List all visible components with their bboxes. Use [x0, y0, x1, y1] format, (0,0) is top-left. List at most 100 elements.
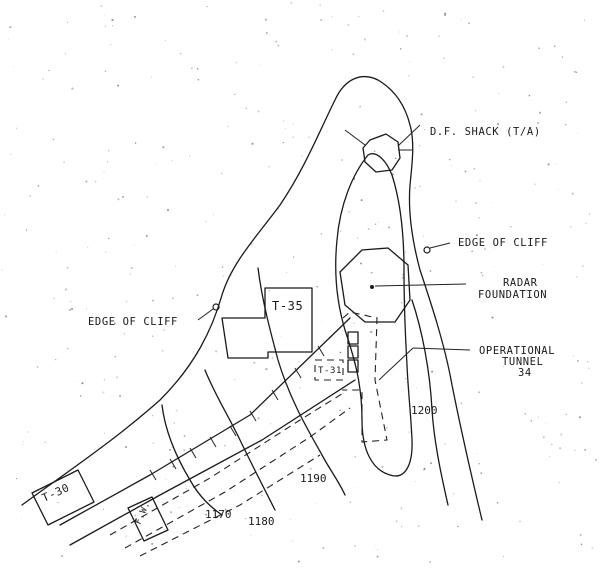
df-shack-structure: [362, 133, 401, 173]
speckle: [227, 125, 230, 128]
speckle: [547, 155, 549, 156]
speckle: [431, 370, 434, 373]
speckle: [23, 441, 25, 442]
speckle: [314, 502, 316, 504]
speckle: [429, 270, 432, 272]
speckle: [394, 157, 397, 160]
speckle: [265, 368, 268, 371]
speckle: [496, 502, 499, 504]
speckle: [113, 322, 116, 325]
speckle: [565, 101, 567, 103]
speckle: [584, 449, 586, 451]
speckle: [224, 445, 226, 447]
speckle: [175, 409, 178, 412]
speckle: [542, 263, 544, 265]
speckle: [457, 168, 459, 170]
speckle: [475, 202, 477, 204]
speckle: [55, 251, 57, 253]
contour-1190-label: 1190: [300, 472, 327, 485]
speckle: [292, 540, 294, 542]
speckle: [574, 449, 576, 451]
speckle: [66, 347, 69, 350]
speckle: [205, 513, 208, 516]
speckle: [448, 158, 451, 161]
speckle: [498, 93, 500, 95]
speckle: [352, 53, 355, 55]
speckle: [484, 248, 486, 250]
speckle: [213, 214, 215, 216]
speckle: [359, 105, 361, 108]
speckle: [85, 308, 88, 310]
speckle: [464, 240, 466, 242]
speckle: [545, 422, 546, 424]
speckle: [443, 57, 445, 59]
building-t35: [221, 287, 313, 359]
speckle: [506, 129, 508, 131]
speckle: [70, 307, 74, 310]
speckle: [471, 250, 473, 253]
speckle: [125, 535, 127, 537]
speckle: [134, 142, 137, 144]
speckle: [493, 266, 495, 267]
contour-1170-label: 1170: [205, 508, 232, 521]
speckle: [519, 520, 521, 523]
speckle: [3, 214, 6, 216]
edge-of-cliff-right-label: EDGE OF CLIFF: [458, 237, 548, 249]
speckle: [66, 266, 69, 269]
speckle: [404, 251, 407, 253]
speckle: [61, 555, 64, 558]
speckle: [430, 462, 432, 465]
speckle: [417, 525, 420, 528]
speckle: [577, 132, 579, 134]
speckle: [268, 165, 271, 168]
speckle: [292, 123, 294, 125]
speckle: [224, 508, 227, 511]
speckle: [479, 180, 481, 182]
speckle: [53, 297, 55, 300]
road-edge-lower: [69, 379, 356, 546]
speckle: [581, 382, 583, 384]
speckle: [458, 128, 459, 130]
speckle: [576, 276, 578, 278]
speckle: [309, 467, 312, 470]
speckle: [146, 196, 149, 198]
speckle: [268, 289, 271, 292]
speckle: [250, 534, 252, 537]
speckle: [572, 355, 574, 357]
speckle: [534, 183, 536, 185]
speckle: [100, 5, 103, 7]
speckle: [376, 555, 379, 558]
speckle: [404, 300, 407, 303]
speckle: [386, 427, 388, 429]
speckle: [117, 84, 120, 87]
speckle: [481, 108, 483, 110]
scan-speckles: [1, 2, 597, 563]
speckle: [395, 520, 398, 522]
t31-label: T-31: [318, 366, 342, 376]
speckle: [119, 395, 122, 397]
speckle: [400, 507, 402, 509]
speckle: [183, 449, 186, 452]
speckle: [348, 211, 350, 213]
speckle: [308, 136, 311, 139]
speckle: [152, 415, 154, 417]
cliff-leader-left: [197, 308, 214, 321]
speckle: [42, 78, 44, 80]
speckle: [426, 193, 428, 194]
speckle: [298, 360, 300, 363]
speckle: [457, 525, 459, 528]
speckle: [257, 417, 260, 420]
speckle: [358, 16, 360, 18]
speckle: [151, 542, 154, 545]
speckle: [497, 122, 500, 126]
speckle: [341, 159, 344, 162]
speckle: [321, 320, 323, 322]
speckle: [72, 473, 74, 474]
speckle: [377, 549, 379, 551]
speckle: [297, 560, 300, 563]
speckle: [65, 288, 68, 291]
speckle: [89, 460, 91, 462]
speckle: [107, 237, 110, 240]
speckle: [319, 370, 321, 372]
speckle: [405, 377, 407, 380]
